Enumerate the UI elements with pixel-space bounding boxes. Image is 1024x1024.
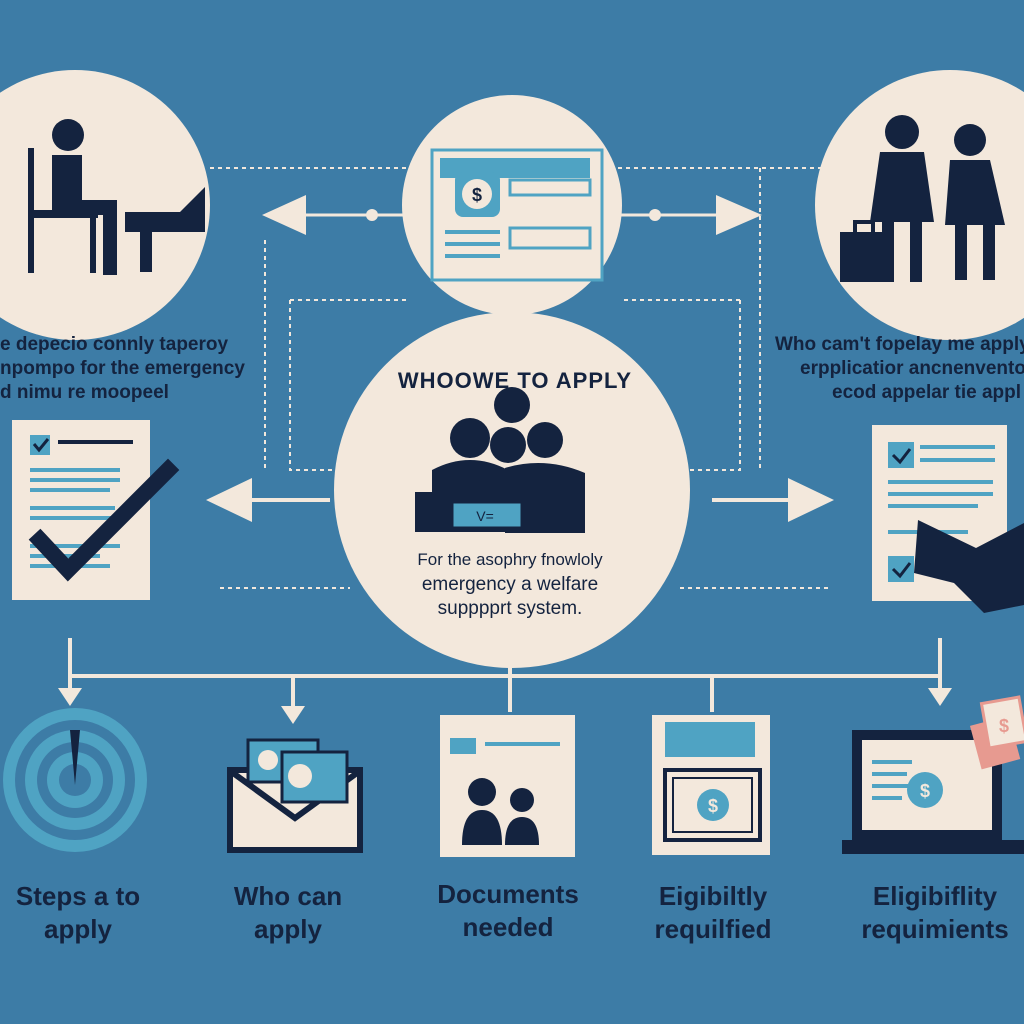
seated-person-illustration [0, 70, 210, 340]
checklist-document-left [12, 420, 180, 600]
center-circle: V= [334, 312, 690, 668]
label-steps-to-apply: Steps a to apply [15, 881, 141, 944]
label-documents-needed: Documents needed [437, 879, 579, 942]
center-body-line-3: supppprt system. [437, 598, 583, 619]
envelope-money-icon [227, 738, 363, 853]
dollar-symbol: $ [472, 185, 482, 205]
middle-arrows [206, 478, 834, 522]
target-icon [3, 708, 147, 852]
right-text-line-1: Who cam't fopelay me apply [775, 334, 1024, 355]
couple-illustration [815, 70, 1024, 340]
people-document-icon [440, 715, 575, 857]
cash-icon: $ [652, 715, 770, 855]
label-who-can-apply: Who can apply [233, 881, 343, 944]
laptop-money-icon: $ $ [842, 695, 1024, 854]
laptop-form-text: V= [476, 508, 494, 524]
label-eligibility-required: Eigibiltly requilfied [654, 881, 772, 944]
center-body-line-1: For the asophry fnowloly [417, 550, 603, 569]
right-text-line-3: ecod appelar tie appl [832, 382, 1021, 403]
top-arrows [262, 195, 762, 235]
document-circle: $ [402, 95, 622, 315]
checklist-document-right [872, 425, 1024, 613]
left-text-line-2: npompo for the emergency [0, 358, 245, 379]
center-title: WHOOWE TO APPLY [397, 368, 633, 393]
branch-arrowheads [58, 688, 952, 724]
svg-text:$: $ [999, 716, 1009, 736]
svg-text:$: $ [920, 781, 930, 801]
center-body-line-2: emergency a welfare [421, 574, 599, 595]
svg-text:$: $ [708, 796, 718, 816]
label-eligibility-requirements: Eligibiflity requimients [861, 881, 1009, 944]
left-text-line-3: d nimu re moopeel [0, 382, 169, 403]
right-text-line-2: erpplicatior ancnenvento [800, 358, 1024, 379]
left-text-line-1: e depecio connly taperoy [0, 334, 229, 355]
